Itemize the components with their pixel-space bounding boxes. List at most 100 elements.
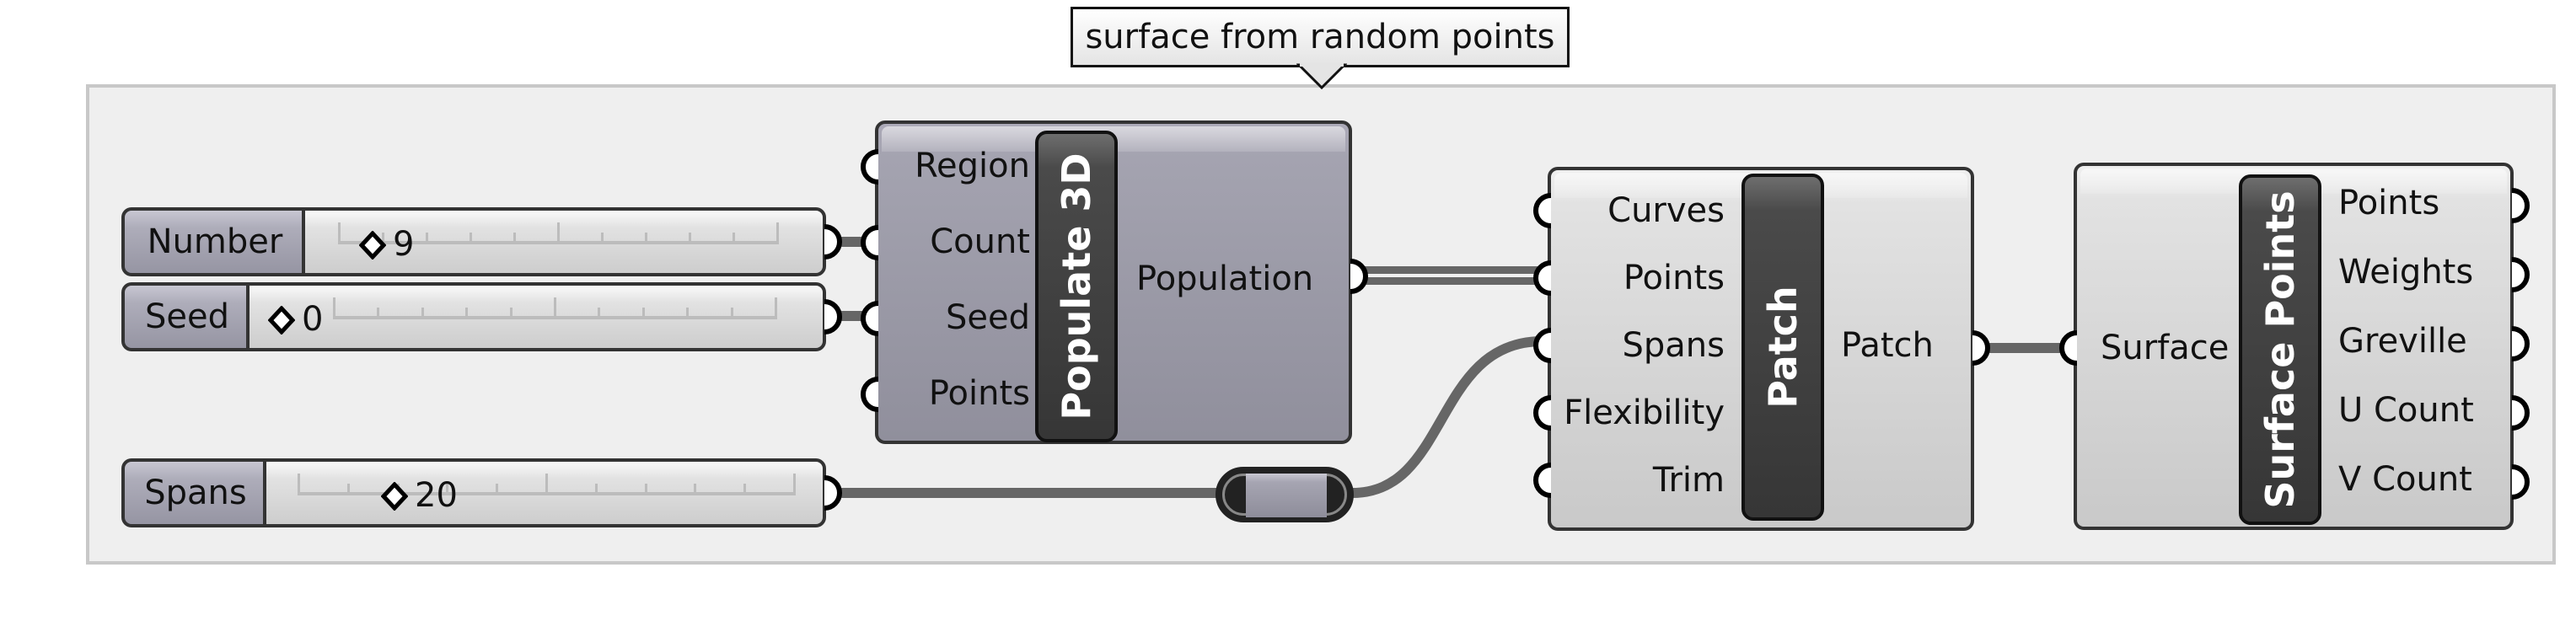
slider-tick bbox=[298, 474, 300, 495]
slider-spans-grip-icon[interactable] bbox=[381, 482, 408, 511]
output-u-count-label: U Count bbox=[2338, 391, 2474, 430]
wire-relay-to-spans bbox=[1351, 336, 1543, 498]
input-spans-grip-icon[interactable] bbox=[1532, 327, 1553, 364]
input-flexibility-grip-icon[interactable] bbox=[1532, 394, 1553, 431]
slider-number[interactable]: Number 9 bbox=[121, 207, 842, 276]
output-patch-grip-icon[interactable] bbox=[1971, 329, 1991, 367]
slider-tick bbox=[421, 308, 424, 319]
slider-tick bbox=[775, 297, 777, 319]
surface-points-title-bar[interactable]: Surface Points bbox=[2239, 174, 2321, 525]
input-flexibility-label: Flexibility bbox=[1564, 393, 1725, 432]
slider-number-value: 9 bbox=[393, 225, 415, 264]
slider-tick bbox=[686, 308, 690, 319]
slider-seed-ticks bbox=[333, 297, 777, 319]
slider-tick bbox=[793, 474, 796, 495]
slider-tick bbox=[776, 222, 779, 244]
component-populate-3d[interactable]: Region Count Seed Points Populate 3D Pop… bbox=[875, 120, 1352, 444]
input-seed-grip-icon[interactable] bbox=[860, 300, 880, 337]
slider-tick bbox=[743, 484, 747, 495]
input-count-grip-icon[interactable] bbox=[860, 224, 880, 261]
input-points-grip-icon[interactable] bbox=[1532, 260, 1553, 297]
slider-tick bbox=[689, 233, 691, 244]
input-points-label: Points bbox=[1623, 259, 1725, 297]
slider-tick bbox=[694, 484, 697, 495]
input-points-grip-icon[interactable] bbox=[860, 376, 880, 413]
output-points-grip-icon[interactable] bbox=[2510, 187, 2530, 224]
input-seed-label: Seed bbox=[946, 298, 1030, 337]
output-weights-grip-icon[interactable] bbox=[2510, 256, 2530, 293]
slider-spans-label: Spans bbox=[121, 458, 266, 527]
slider-number-name: Number bbox=[147, 222, 283, 261]
slider-number-track-area[interactable]: 9 bbox=[302, 207, 826, 276]
slider-tick bbox=[733, 233, 735, 244]
group-label-text: surface from random points bbox=[1085, 18, 1555, 56]
slider-seed-grip-icon[interactable] bbox=[268, 306, 295, 335]
slider-tick bbox=[557, 222, 560, 244]
slider-tick bbox=[554, 297, 556, 319]
patch-title: Patch bbox=[1760, 286, 1806, 409]
input-spans-label: Spans bbox=[1622, 326, 1725, 365]
input-trim-grip-icon[interactable] bbox=[1532, 462, 1553, 499]
slider-tick bbox=[545, 474, 548, 495]
slider-tick bbox=[465, 308, 469, 319]
output-u-count-grip-icon[interactable] bbox=[2510, 394, 2530, 431]
slider-seed-value: 0 bbox=[302, 300, 324, 339]
slider-spans-ticks bbox=[298, 474, 796, 495]
slider-tick bbox=[338, 222, 341, 244]
slider-spans[interactable]: Spans 20 bbox=[121, 458, 842, 527]
input-trim-label: Trim bbox=[1652, 461, 1725, 500]
slider-tick bbox=[446, 484, 449, 495]
group-label-pointer-icon bbox=[1296, 63, 1347, 90]
relay[interactable] bbox=[1216, 467, 1354, 522]
slider-seed-label: Seed bbox=[121, 282, 250, 351]
slider-number-ticks bbox=[338, 222, 779, 244]
slider-seed-track-area[interactable]: 0 bbox=[246, 282, 826, 351]
output-greville-grip-icon[interactable] bbox=[2510, 325, 2530, 362]
input-surface-grip-icon[interactable] bbox=[2058, 329, 2079, 367]
slider-seed[interactable]: Seed 0 bbox=[121, 282, 842, 351]
component-surface-points[interactable]: Surface Surface Points Points Weights Gr… bbox=[2074, 163, 2514, 530]
input-surface-label: Surface bbox=[2101, 329, 2230, 367]
slider-number-label: Number bbox=[121, 207, 305, 276]
slider-seed-output-grip-icon[interactable] bbox=[823, 298, 843, 335]
input-count-label: Count bbox=[930, 222, 1030, 261]
input-points-label: Points bbox=[928, 374, 1030, 413]
slider-tick bbox=[594, 484, 598, 495]
slider-tick bbox=[513, 233, 516, 244]
output-v-count-grip-icon[interactable] bbox=[2510, 463, 2530, 500]
output-v-count-label: V Count bbox=[2338, 460, 2472, 499]
slider-tick bbox=[509, 308, 513, 319]
output-population-grip-icon[interactable] bbox=[1349, 258, 1369, 295]
slider-number-grip-icon[interactable] bbox=[359, 231, 386, 260]
populate-3d-title-bar[interactable]: Populate 3D bbox=[1035, 131, 1118, 442]
slider-number-output-grip-icon[interactable] bbox=[823, 223, 843, 260]
relay-body bbox=[1246, 474, 1327, 517]
slider-tick bbox=[346, 484, 350, 495]
populate-3d-title: Populate 3D bbox=[1054, 153, 1099, 420]
slider-tick bbox=[730, 308, 733, 319]
output-points-label: Points bbox=[2338, 184, 2440, 222]
input-region-label: Region bbox=[915, 147, 1030, 185]
input-region-grip-icon[interactable] bbox=[860, 148, 880, 185]
input-curves-grip-icon[interactable] bbox=[1532, 192, 1553, 229]
output-greville-label: Greville bbox=[2338, 322, 2467, 361]
component-patch[interactable]: Curves Points Spans Flexibility Trim Pat… bbox=[1548, 167, 1974, 531]
slider-tick bbox=[470, 233, 472, 244]
slider-tick bbox=[382, 233, 384, 244]
patch-title-bar[interactable]: Patch bbox=[1741, 174, 1824, 521]
slider-tick bbox=[598, 308, 601, 319]
slider-spans-value: 20 bbox=[415, 476, 458, 515]
slider-tick bbox=[377, 308, 380, 319]
slider-spans-output-grip-icon[interactable] bbox=[823, 474, 843, 511]
slider-spans-track-area[interactable]: 20 bbox=[263, 458, 826, 527]
slider-tick bbox=[641, 308, 645, 319]
slider-tick bbox=[496, 484, 499, 495]
surface-points-title: Surface Points bbox=[2257, 190, 2303, 509]
output-population-label: Population bbox=[1136, 260, 1314, 298]
slider-tick bbox=[333, 297, 335, 319]
group-label[interactable]: surface from random points bbox=[1071, 7, 1570, 67]
slider-seed-name: Seed bbox=[145, 297, 229, 336]
slider-tick bbox=[426, 233, 428, 244]
slider-spans-name: Spans bbox=[144, 474, 247, 512]
